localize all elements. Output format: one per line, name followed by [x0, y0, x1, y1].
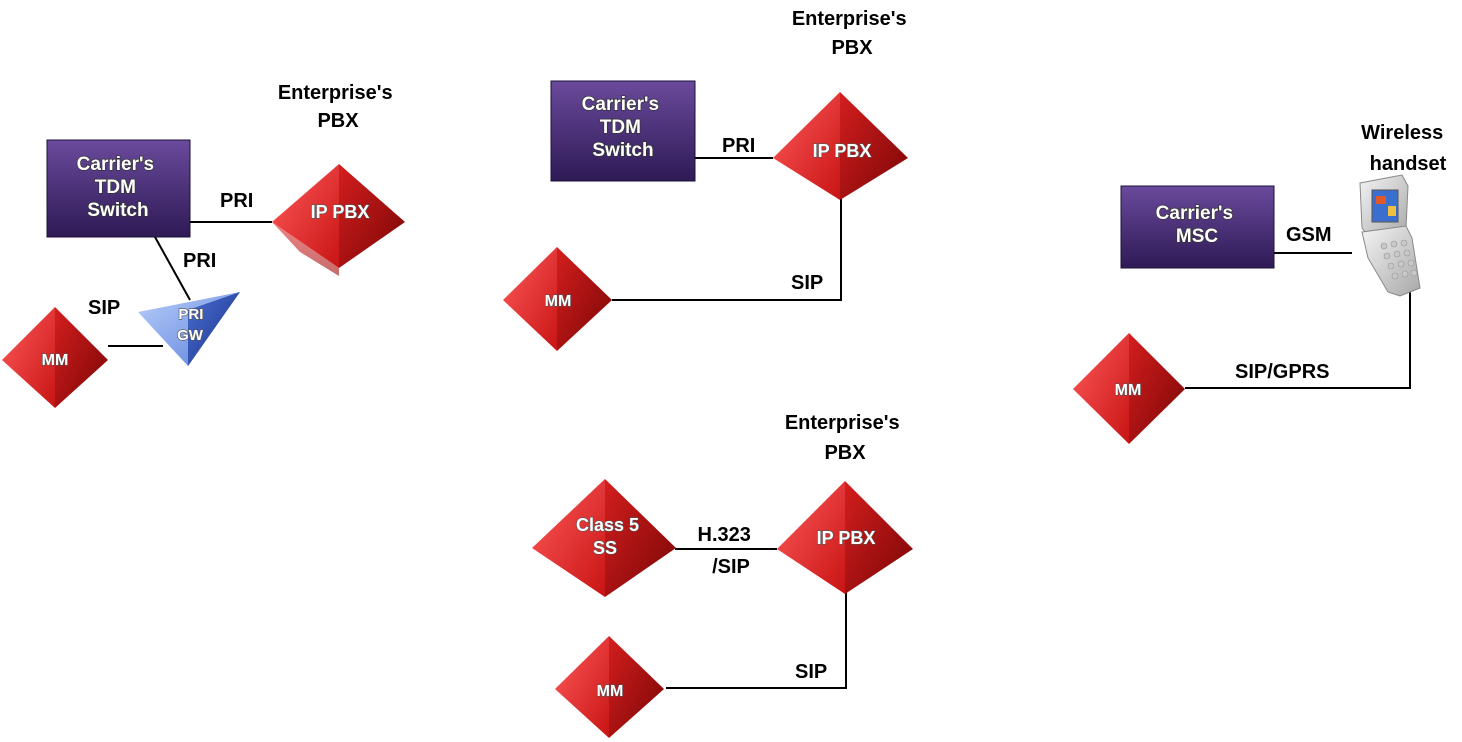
mm-label: MM: [545, 293, 572, 310]
switch-label-line: TDM: [95, 177, 136, 198]
flip-phone-icon: [1359, 174, 1421, 297]
diagram-d: Carrier's MSC Wireless handset MM: [1073, 122, 1449, 444]
link-label-sip: SIP: [791, 272, 823, 294]
ip-pbx-pyramid: IP PBX: [773, 92, 908, 200]
switch-label-line: Carrier's: [582, 94, 659, 115]
pri-gateway-pyramid: PRI GW: [138, 292, 240, 366]
connector-lines: [1185, 252, 1411, 389]
switch-label-line: Carrier's: [77, 154, 154, 175]
mm-pyramid: MM: [555, 636, 664, 738]
diagram-a: Carrier's TDM Switch IP PBX Enterprise's…: [2, 82, 405, 408]
msc-label-line: MSC: [1176, 226, 1219, 247]
svg-text:Carrier's TDM: Carrier's TDM Switch: [582, 94, 665, 161]
link-label-h323-sip: H.323 /SIP: [698, 524, 757, 578]
link-label-sip: SIP: [795, 661, 827, 683]
gateway-label-line: PRI: [178, 306, 203, 323]
ss-label-line: SS: [593, 538, 617, 558]
pbx-caption: Enterprise's PBX: [278, 82, 398, 132]
carrier-msc-box: Carrier's MSC: [1120, 185, 1275, 269]
mm-pyramid: MM: [2, 307, 108, 408]
class5-softswitch-pyramid: Class 5 SS: [532, 479, 676, 597]
diagram-c: Class 5 SS IP PBX Enterprise's PBX MM H.…: [532, 412, 913, 738]
svg-text:Class 5 SS: Class 5 SS: [576, 515, 644, 558]
svg-text:Carrier's MSC: Carrier's MSC: [1156, 203, 1239, 247]
gateway-label-line: GW: [177, 327, 204, 344]
link-label-gsm: GSM: [1286, 224, 1332, 246]
ip-pbx-pyramid: IP PBX: [272, 164, 405, 276]
ss-label-line: Class 5: [576, 515, 639, 535]
pbx-label: IP PBX: [311, 202, 370, 222]
mm-label: MM: [1115, 382, 1142, 399]
carrier-tdm-switch-box: Carrier's TDM Switch: [550, 80, 696, 182]
handset-caption: Wireless handset: [1361, 122, 1449, 175]
link-label-pri: PRI: [183, 250, 216, 272]
mm-label: MM: [42, 352, 69, 369]
connector-lines: [666, 548, 847, 689]
ip-pbx-pyramid: IP PBX: [777, 481, 913, 594]
link-label-pri: PRI: [220, 190, 253, 212]
link-label-sip-gprs: SIP/GPRS: [1235, 361, 1329, 383]
link-label-sip: SIP: [88, 297, 120, 319]
svg-text:Carrier's TDM: Carrier's TDM Switch: [77, 154, 160, 221]
mm-pyramid: MM: [1073, 333, 1185, 444]
msc-label-line: Carrier's: [1156, 203, 1233, 224]
diagram-b: Carrier's TDM Switch IP PBX Enterprise's…: [503, 8, 912, 351]
mm-pyramid: MM: [503, 247, 612, 351]
pbx-caption: Enterprise's PBX: [785, 412, 905, 464]
connector-lines: [612, 157, 842, 301]
connector-lines: [108, 221, 272, 347]
pbx-label: IP PBX: [817, 528, 876, 548]
pbx-caption: Enterprise's PBX: [792, 8, 912, 59]
link-label-pri: PRI: [722, 135, 755, 157]
switch-label-line: Switch: [592, 140, 653, 161]
pbx-label: IP PBX: [813, 141, 872, 161]
svg-text:PRI GW: PRI GW: [177, 306, 208, 344]
carrier-tdm-switch-box: Carrier's TDM Switch: [46, 139, 191, 238]
switch-label-line: TDM: [600, 117, 641, 138]
switch-label-line: Switch: [87, 200, 148, 221]
mm-label: MM: [597, 683, 624, 700]
